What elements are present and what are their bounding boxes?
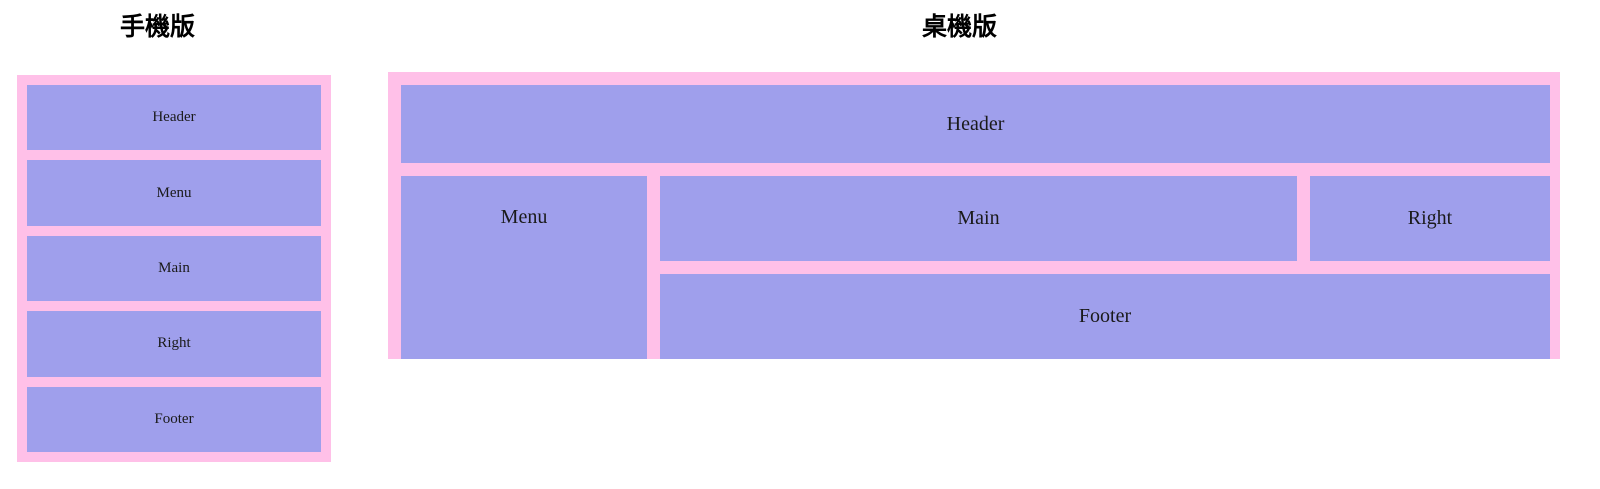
desktop-cell-right-label: Right: [1407, 207, 1453, 229]
mobile-cell-header: Header: [27, 85, 321, 151]
mobile-cell-header-label: Header: [152, 109, 196, 126]
desktop-cell-right: Right: [1310, 176, 1550, 261]
mobile-cell-menu: Menu: [27, 160, 321, 226]
mobile-cell-main: Main: [27, 235, 321, 302]
desktop-cell-menu-label: Menu: [500, 206, 548, 228]
mobile-cell-main-label: Main: [158, 260, 190, 277]
mobile-cell-right: Right: [27, 311, 321, 377]
desktop-cell-main: Main: [660, 176, 1297, 261]
mobile-cell-footer-label: Footer: [154, 410, 194, 427]
desktop-cell-menu: Menu: [401, 176, 647, 359]
mobile-layout-diagram: Header Menu Main Right Footer: [17, 75, 331, 462]
desktop-cell-header: Header: [401, 85, 1550, 163]
desktop-cell-main-label: Main: [957, 207, 1000, 229]
mobile-cell-footer: Footer: [27, 386, 321, 453]
desktop-layout-diagram: Header Menu Main Right Footer: [388, 72, 1560, 359]
desktop-cell-header-label: Header: [946, 112, 1005, 135]
desktop-cell-footer-label: Footer: [1078, 305, 1132, 327]
desktop-cell-footer: Footer: [660, 274, 1550, 359]
mobile-layout-title: 手機版: [120, 12, 196, 41]
mobile-cell-menu-label: Menu: [156, 184, 192, 201]
desktop-layout-title: 桌機版: [922, 12, 998, 41]
mobile-cell-right-label: Right: [157, 335, 191, 352]
